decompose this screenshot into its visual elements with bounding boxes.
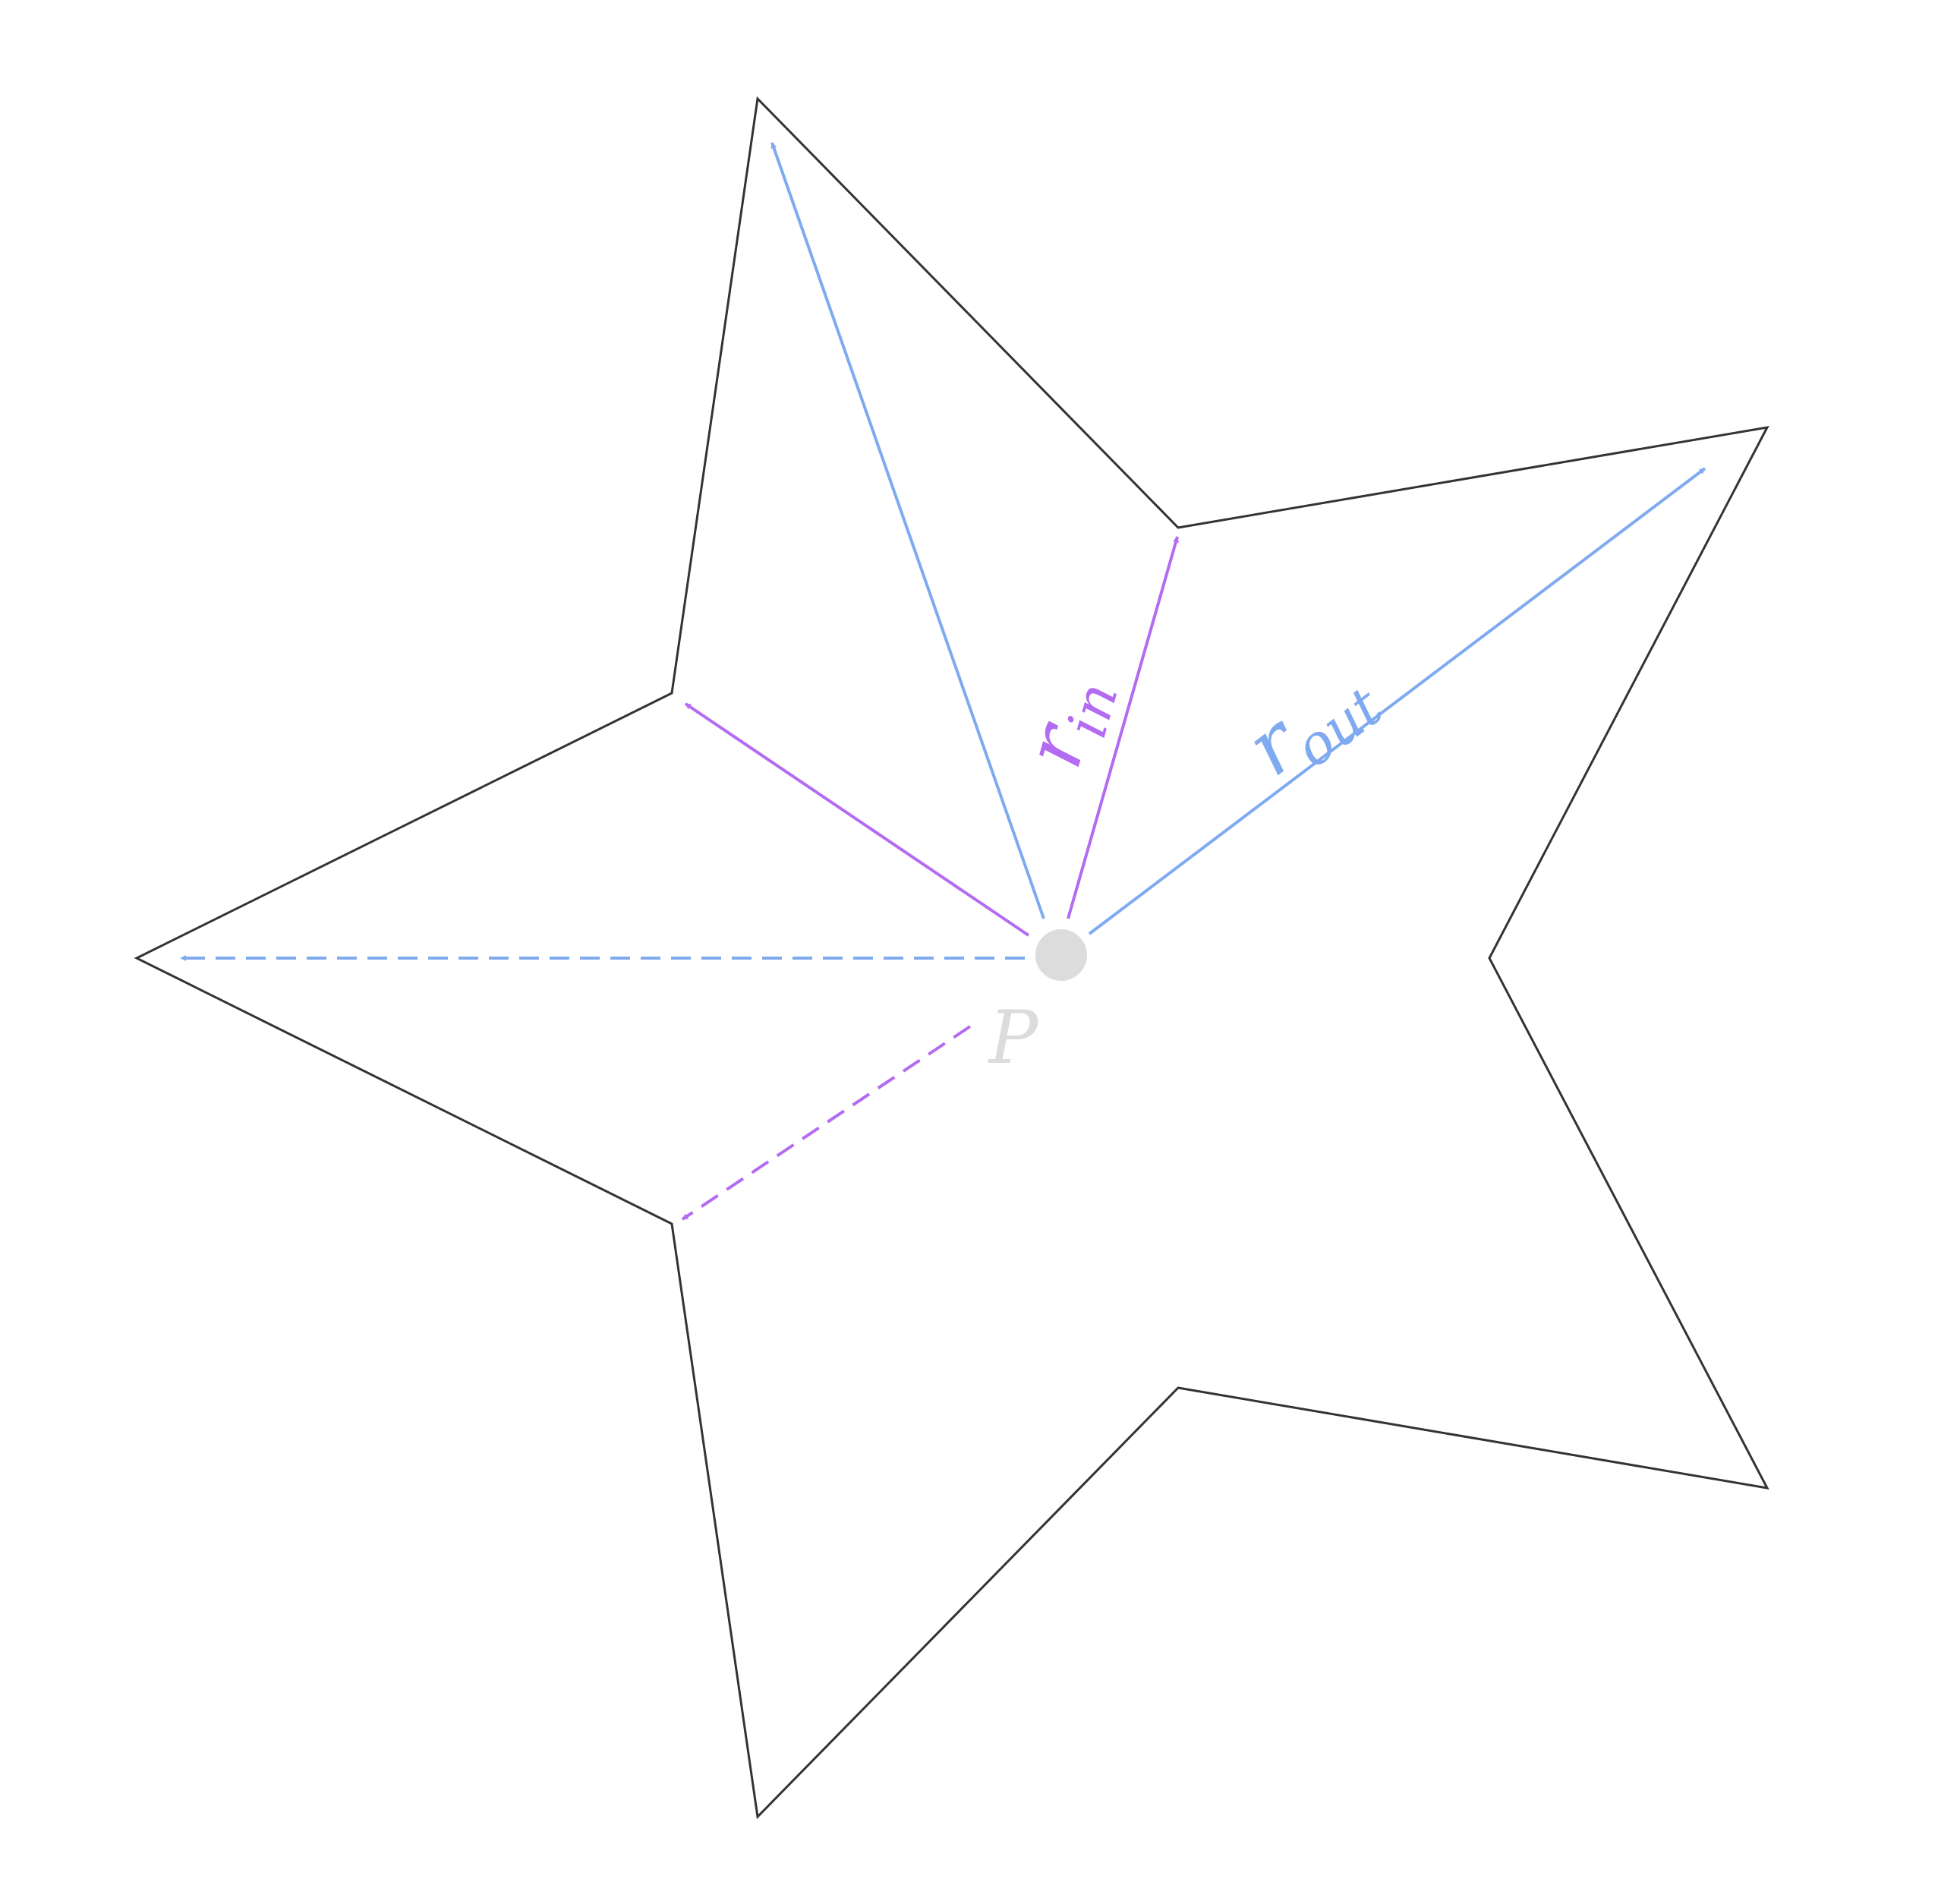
- outer-radius-arrow-right: [1088, 467, 1706, 935]
- inner-radius-arrow-left: [684, 702, 1030, 937]
- svg-text:rout: rout: [1229, 642, 1394, 802]
- star-outline: [134, 96, 1769, 1820]
- center-point-label: P: [988, 995, 1039, 1080]
- outer-radius-arrow-top: [770, 142, 1045, 919]
- inner-radius-arrow-down-dashed: [681, 1025, 972, 1221]
- inner-radius-label: rin: [1006, 665, 1130, 780]
- svg-text:rin: rin: [1006, 665, 1130, 780]
- center-point-dot: [1035, 929, 1087, 981]
- inner-radius-arrow-up: [1067, 536, 1179, 919]
- outer-radius-label: rout: [1229, 642, 1394, 802]
